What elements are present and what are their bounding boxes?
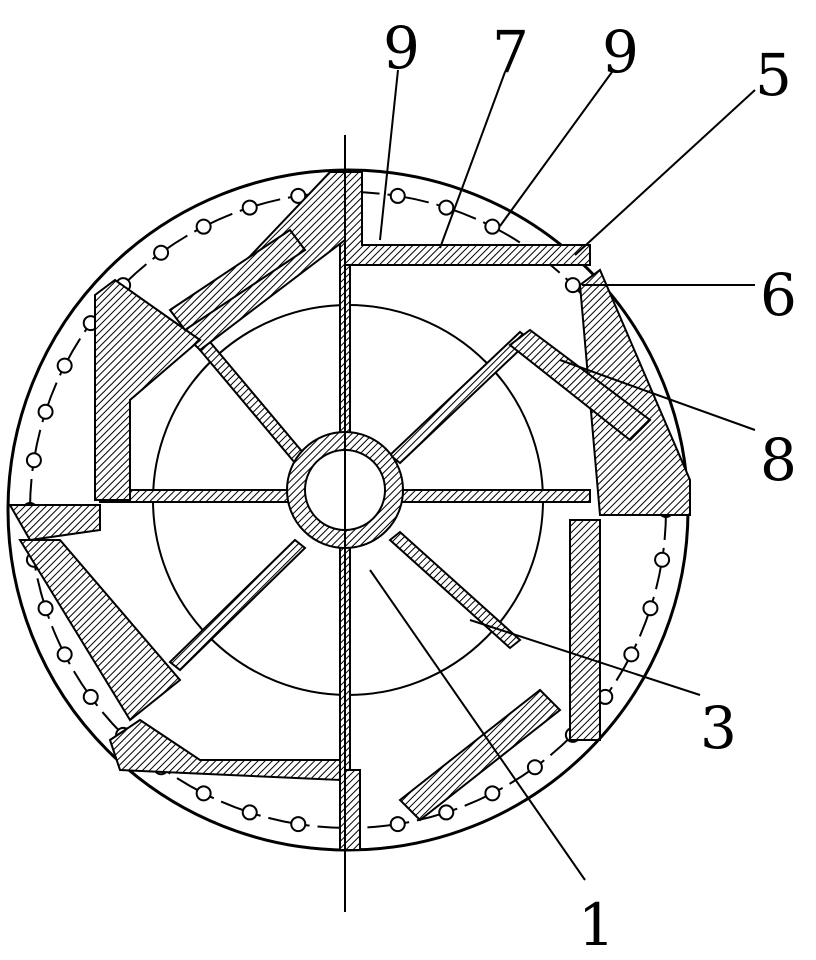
bolt-icon	[391, 817, 405, 831]
bolt-icon	[39, 601, 53, 615]
spoke-right	[400, 490, 590, 502]
bolt-icon	[485, 786, 499, 800]
bolt-icon	[58, 359, 72, 373]
bolt-icon	[643, 601, 657, 615]
spoke-lower-left	[170, 540, 305, 670]
bolt-icon	[528, 760, 542, 774]
label-6: 6	[760, 261, 797, 329]
bolt-icon	[197, 786, 211, 800]
bolt-icon	[391, 189, 405, 203]
bolt-icon	[566, 278, 580, 292]
bolt-icon	[243, 805, 257, 819]
leader-9-left	[380, 70, 398, 240]
leader-5	[575, 90, 755, 255]
bolt-icon	[243, 201, 257, 215]
bolt-icon	[291, 817, 305, 831]
bolt-icon	[58, 647, 72, 661]
spoke-upper-right	[390, 332, 530, 463]
bolt-icon	[485, 220, 499, 234]
bolt-icon	[84, 690, 98, 704]
plate-left-mid	[10, 505, 100, 540]
plate-bottom-left	[110, 720, 340, 780]
label-3: 3	[700, 694, 737, 762]
bolt-icon	[655, 553, 669, 567]
plate-left-lower	[20, 540, 180, 720]
leader-lines	[370, 70, 755, 880]
plate-right-lower	[570, 520, 600, 740]
bolt-icon	[439, 805, 453, 819]
leader-9-right	[500, 72, 612, 226]
label-7: 7	[492, 18, 529, 86]
label-5: 5	[755, 41, 792, 109]
spoke-upper-left	[200, 342, 305, 463]
plate-bottom-right	[400, 690, 560, 820]
bolt-icon	[624, 647, 638, 661]
plate-bottom	[345, 770, 360, 850]
label-1: 1	[578, 891, 615, 959]
bolt-icon	[27, 453, 41, 467]
label-9-right: 9	[602, 18, 639, 86]
bolt-icon	[197, 220, 211, 234]
label-8: 8	[760, 426, 797, 494]
bolt-icon	[154, 246, 168, 260]
label-9-left: 9	[383, 14, 420, 82]
bolt-icon	[39, 405, 53, 419]
bolt-icon	[439, 201, 453, 215]
